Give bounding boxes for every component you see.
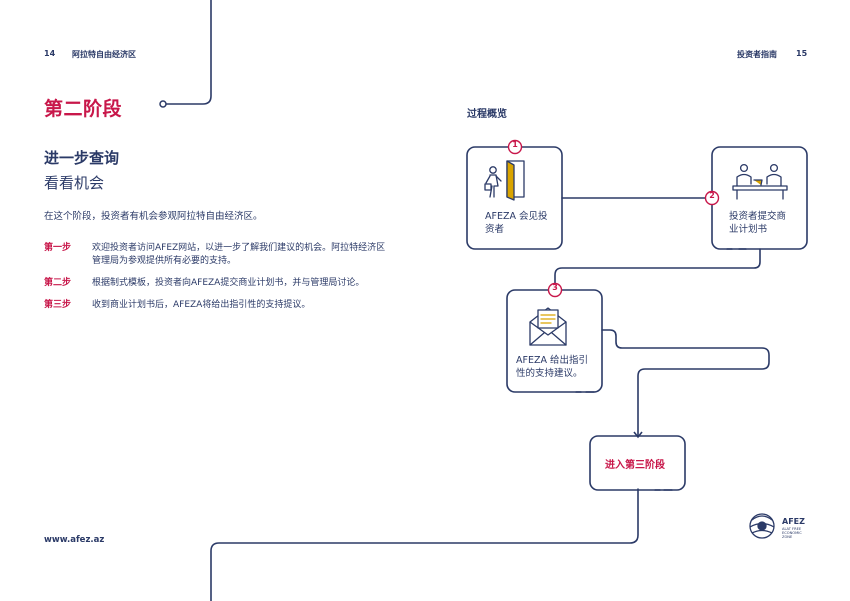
step-item-3: 第三步 收到商业计划书后，AFEZA将给出指引性的支持提议。: [44, 299, 394, 312]
step-box-3-line1: AFEZA 给出指引: [516, 355, 588, 366]
decor-dot: [159, 100, 167, 108]
process-heading: 过程概览: [467, 109, 507, 120]
step-box-1-line2: 资者: [485, 224, 505, 235]
step-item-1: 第一步 欢迎投资者访问AFEZ网站，以进一步了解我们建议的机会。阿拉特经济区管理…: [44, 242, 394, 268]
footer-url: www.afez.az: [44, 535, 105, 545]
step-text: 根据制式模板，投资者向AFEZA提交商业计划书，并与管理局讨论。: [92, 278, 365, 288]
step-box-2-line2: 业计划书: [729, 224, 768, 235]
step-badge-2: 2: [709, 191, 715, 200]
decor-line-top: [165, 0, 212, 105]
decor-line-bottom: [210, 488, 639, 601]
step-label: 第一步: [44, 243, 72, 253]
steps-list: 第一步 欢迎投资者访问AFEZ网站，以进一步了解我们建议的机会。阿拉特经济区管理…: [44, 242, 394, 321]
step-badge-3: 3: [552, 283, 558, 292]
person-door-icon: [484, 160, 525, 201]
step-item-2: 第二步 根据制式模板，投资者向AFEZA提交商业计划书，并与管理局讨论。: [44, 277, 394, 290]
envelope-icon: [529, 307, 567, 346]
step-box-3-line2: 性的支持建议。: [516, 368, 583, 379]
step-box-2-text: 投资者提交商 业计划书: [729, 210, 786, 236]
meeting-icon: [732, 163, 788, 200]
right-page-number: 15: [796, 49, 808, 58]
section-heading: 进一步查询: [44, 149, 120, 167]
logo-name: AFEZ: [782, 517, 805, 526]
step-box-1-text: AFEZA 会见投 资者: [485, 210, 548, 236]
step-text: 收到商业计划书后，AFEZA将给出指引性的支持提议。: [92, 300, 311, 310]
step-badge-1: 1: [512, 140, 518, 149]
step-box-3-text: AFEZA 给出指引 性的支持建议。: [516, 354, 588, 380]
step-text: 欢迎投资者访问AFEZ网站，以进一步了解我们建议的机会。阿拉特经济区管理局为参观…: [92, 243, 386, 266]
next-stage-label: 进入第三阶段: [605, 460, 665, 471]
connector-3-next: [601, 329, 770, 437]
section-subheading: 看看机会: [44, 174, 105, 192]
left-header-title: 阿拉特自由经济区: [72, 50, 136, 59]
afez-logo-mark: [749, 513, 775, 539]
step-label: 第三步: [44, 300, 72, 310]
logo-subtext: ALAT FREE ECONOMIC ZONE: [782, 527, 802, 540]
step-box-1-line1: AFEZA 会见投: [485, 211, 548, 222]
left-page-number: 14: [44, 49, 56, 58]
step-badges: [507, 139, 720, 298]
right-header-title: 投资者指南: [737, 50, 777, 59]
page-title: 第二阶段: [44, 98, 123, 120]
step-box-2-line1: 投资者提交商: [729, 211, 787, 222]
step-label: 第二步: [44, 278, 72, 288]
intro-paragraph: 在这个阶段，投资者有机会参观阿拉特自由经济区。: [44, 211, 263, 222]
connector-2-3: [554, 248, 761, 291]
